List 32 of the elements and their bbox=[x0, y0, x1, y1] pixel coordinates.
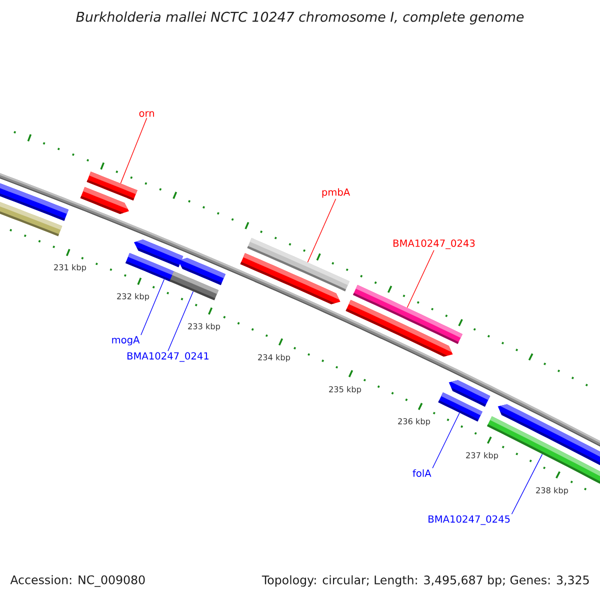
gene-label: BMA10247_0241 bbox=[127, 352, 208, 362]
gene-label: mogA bbox=[112, 336, 140, 346]
footer-text: Topology: circular; Length: 3,495,687 bp; Genes: 3,325 bbox=[262, 575, 589, 587]
gene-bar bbox=[0, 202, 62, 236]
gene-bar bbox=[438, 392, 482, 422]
leader-line bbox=[120, 118, 148, 184]
leader-line bbox=[140, 278, 164, 336]
leader-line bbox=[511, 454, 543, 514]
gene-label: BMA10247_0243 bbox=[394, 239, 475, 250]
tick-label: 235 kbp bbox=[329, 386, 362, 394]
tick-label: 231 kbp bbox=[54, 264, 86, 272]
pointed-gene-bar bbox=[80, 187, 129, 214]
pointed-gene-bar bbox=[240, 253, 340, 304]
tick-label: 234 kbp bbox=[258, 354, 290, 362]
gene-label: folA bbox=[412, 469, 432, 477]
gene-label: BMA10247_0245 bbox=[428, 515, 510, 525]
tick-label: 236 kbp bbox=[398, 418, 430, 426]
gene-bar bbox=[125, 252, 175, 282]
tick-label: 237 kbp bbox=[466, 452, 498, 460]
leader-line bbox=[307, 198, 336, 263]
tick-label: 233 kbp bbox=[188, 323, 220, 331]
tick-label: 238 kbp bbox=[536, 487, 568, 495]
leader-line bbox=[432, 412, 460, 468]
footer-text: Accession: NC_009080 bbox=[10, 575, 145, 587]
gene-bar bbox=[170, 271, 219, 300]
pointed-gene-bar bbox=[346, 300, 453, 357]
leader-line bbox=[406, 250, 434, 308]
gene-label: pmbA bbox=[322, 188, 350, 198]
tick-label: 232 kbp bbox=[117, 293, 150, 301]
leader-line bbox=[168, 291, 194, 352]
title: Burkholderia mallei NCTC 10247 chromosome I, complete genome bbox=[76, 12, 524, 24]
gene-label: orn bbox=[139, 111, 154, 117]
